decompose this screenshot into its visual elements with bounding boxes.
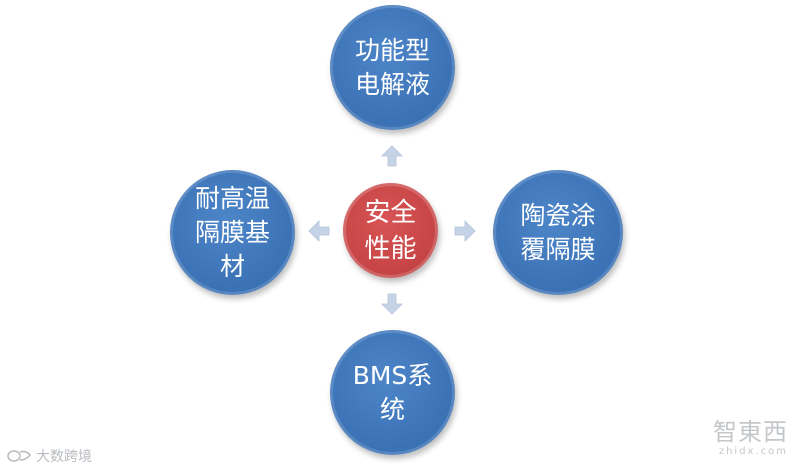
arrow-up-icon xyxy=(381,145,403,167)
watermark-bottom-right: 智東西 zhidx.com xyxy=(708,418,788,458)
arrow-left-icon xyxy=(308,220,330,242)
watermark-domain: zhidx.com xyxy=(718,446,788,457)
node-bms-system: BMS系 统 xyxy=(330,330,455,455)
node-safety-performance: 安全 性能 xyxy=(343,183,438,278)
arrow-down-icon xyxy=(381,293,403,315)
watermark-brand: 智東西 xyxy=(713,418,788,446)
watermark-text-left: 大数跨境 xyxy=(36,449,92,465)
watermark-logo-icon xyxy=(7,450,31,462)
watermark-bottom-left: 大数跨境 xyxy=(6,446,92,466)
node-functional-electrolyte: 功能型 电解液 xyxy=(330,5,455,130)
node-ceramic-coated-separator: 陶瓷涂 覆隔膜 xyxy=(493,170,623,295)
arrow-right-icon xyxy=(454,220,476,242)
node-heat-resistant-separator: 耐高温 隔膜基 材 xyxy=(170,170,295,295)
